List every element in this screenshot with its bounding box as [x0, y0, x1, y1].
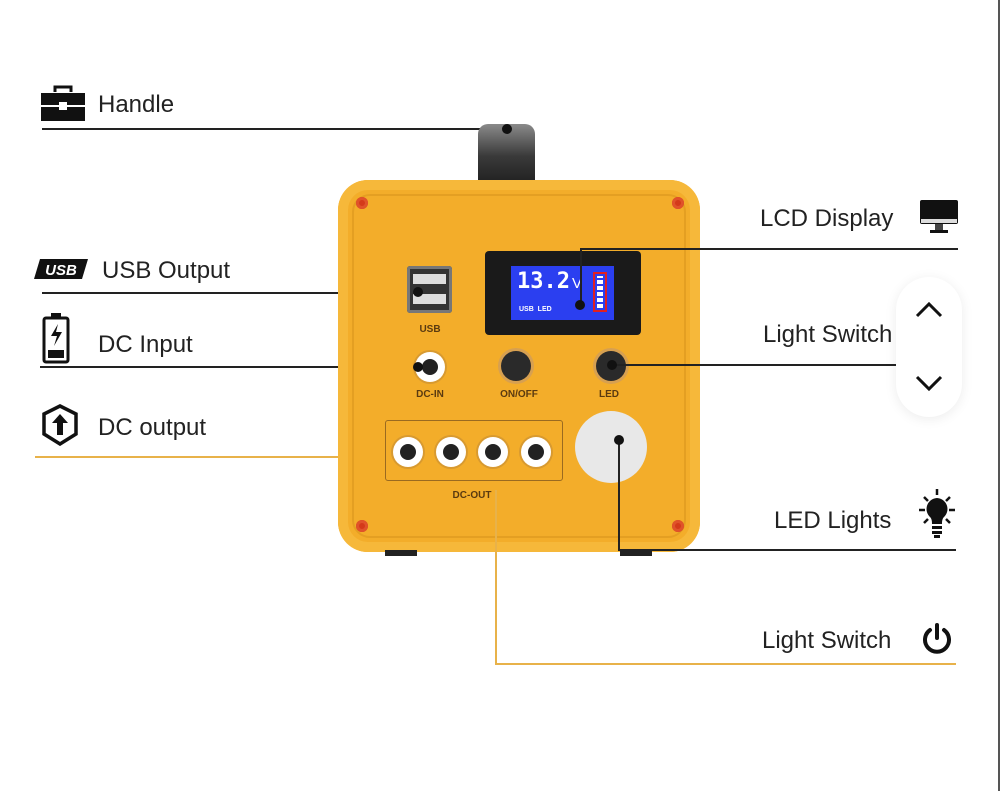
svg-text:USB: USB: [45, 262, 77, 279]
chevron-down-icon: [915, 375, 943, 392]
leader-led-lights: [618, 549, 956, 551]
dc-out-label: DC-OUT: [452, 490, 492, 501]
lcd-unit: V: [571, 275, 582, 292]
scroll-nav: [896, 277, 962, 417]
leader-usb: [42, 292, 418, 294]
dc-out-port: [521, 437, 551, 467]
lcd-sub: USB LED: [519, 306, 552, 313]
dc-out-port: [436, 437, 466, 467]
battery-charging-icon: [42, 313, 70, 364]
label-lcd-display: LCD Display: [760, 205, 894, 232]
leader-lcd-vertical: [580, 248, 582, 305]
usb-icon: USB: [34, 259, 88, 279]
leader-handle: [42, 128, 507, 130]
scroll-down-button[interactable]: [909, 363, 949, 403]
leader-dc-output: [35, 456, 405, 458]
foot: [385, 550, 417, 556]
led-label: LED: [599, 389, 619, 400]
leader-dot: [413, 287, 423, 297]
edge-line: [998, 0, 1000, 791]
label-dc-output: DC output: [98, 414, 207, 441]
on-off-button[interactable]: [501, 351, 531, 381]
leader-dot: [614, 435, 624, 445]
leader-light-switch-bottom: [495, 663, 956, 665]
leader-light-switch-top: [611, 364, 897, 366]
lightbulb-icon: [919, 489, 955, 538]
leader-led-vertical: [618, 440, 620, 550]
leader-dot: [413, 362, 423, 372]
leader-light-switch-bottom-vertical: [495, 490, 497, 664]
lcd-reading: 13.2 V: [517, 271, 582, 293]
power-icon: [923, 623, 951, 654]
on-off-label: ON/OFF: [500, 389, 538, 400]
label-light-switch-bottom: Light Switch: [762, 627, 892, 654]
label-handle: Handle: [98, 91, 175, 118]
screw: [356, 520, 368, 532]
leader-dot: [607, 360, 617, 370]
chevron-up-icon: [915, 301, 943, 318]
battery-level-icon: [593, 272, 607, 312]
label-light-switch-top: Light Switch: [763, 321, 893, 348]
foot: [620, 550, 652, 556]
screw: [672, 197, 684, 209]
led-light: [575, 411, 647, 483]
leader-dot: [502, 124, 512, 134]
leader-dc-input: [40, 366, 430, 368]
dc-out-port: [478, 437, 508, 467]
monitor-icon: [920, 200, 958, 233]
dc-out-group: [385, 420, 563, 481]
lcd-voltage: 13.2: [517, 269, 570, 294]
screw: [672, 520, 684, 532]
usb-label: USB: [419, 324, 441, 335]
scroll-up-button[interactable]: [909, 290, 949, 330]
toolbox-icon: [41, 85, 85, 121]
leader-dot: [575, 300, 585, 310]
upload-shield-icon: [42, 404, 78, 446]
leader-lcd: [580, 248, 958, 250]
label-led-lights: LED Lights: [774, 507, 892, 534]
lcd-display: 13.2 V USB LED: [485, 251, 641, 335]
screw: [356, 197, 368, 209]
label-usb-output: USB Output: [102, 257, 231, 284]
front-panel: [352, 194, 686, 538]
dc-in-label: DC-IN: [416, 389, 444, 400]
dc-out-port: [393, 437, 423, 467]
label-dc-input: DC Input: [98, 331, 193, 358]
